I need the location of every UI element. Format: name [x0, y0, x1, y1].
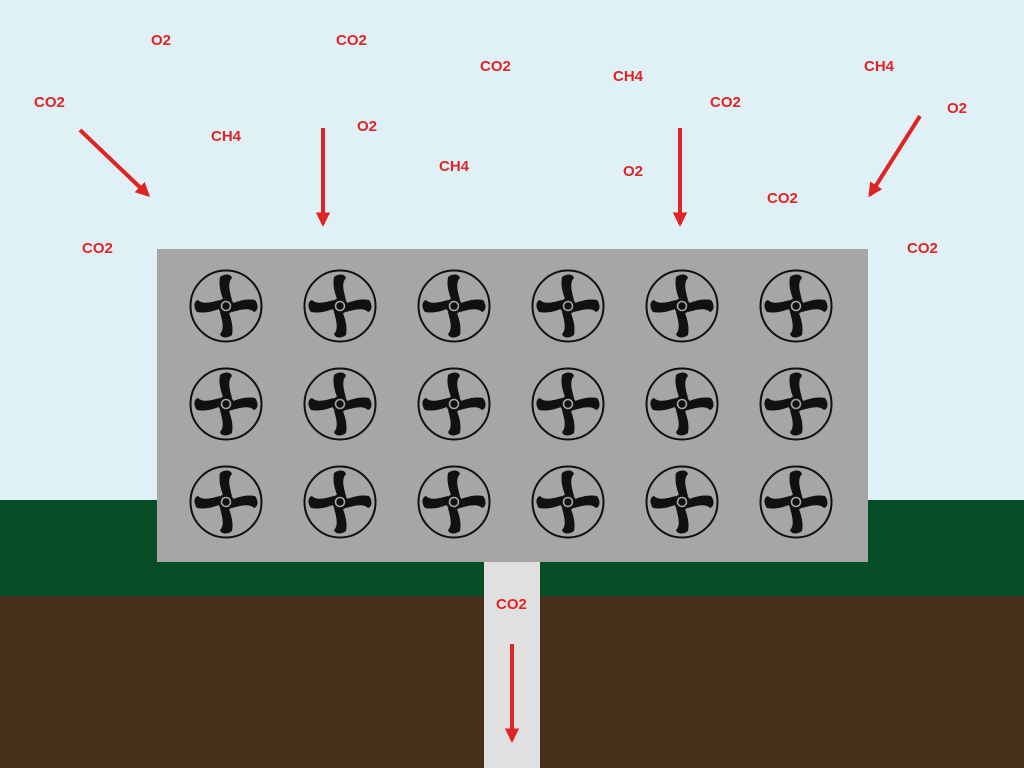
gas-label-o2: O2: [623, 163, 644, 180]
gas-label-ch4: CH4: [864, 58, 895, 75]
gas-label-co2: CO2: [336, 32, 367, 49]
gas-label-co2: CO2: [480, 58, 511, 75]
gas-label-o2: O2: [947, 100, 968, 117]
inflow-arrow: [78, 128, 151, 197]
gas-label-ch4: CH4: [439, 158, 470, 175]
gas-label-o2: O2: [357, 118, 378, 135]
gas-label-ch4: CH4: [613, 68, 644, 85]
gas-label-co2: CO2: [34, 94, 65, 111]
gas-label-ch4: CH4: [211, 128, 242, 145]
gas-label-co2: CO2: [767, 190, 798, 207]
inflow-arrow: [868, 114, 922, 198]
gas-label-co2: CO2: [710, 94, 741, 111]
direct-air-capture-unit: [157, 249, 868, 562]
gas-label-o2: O2: [151, 32, 172, 49]
pipe-gas-label-co2: CO2: [496, 596, 527, 613]
gas-label-co2: CO2: [82, 240, 113, 257]
gas-label-co2: CO2: [907, 240, 938, 257]
